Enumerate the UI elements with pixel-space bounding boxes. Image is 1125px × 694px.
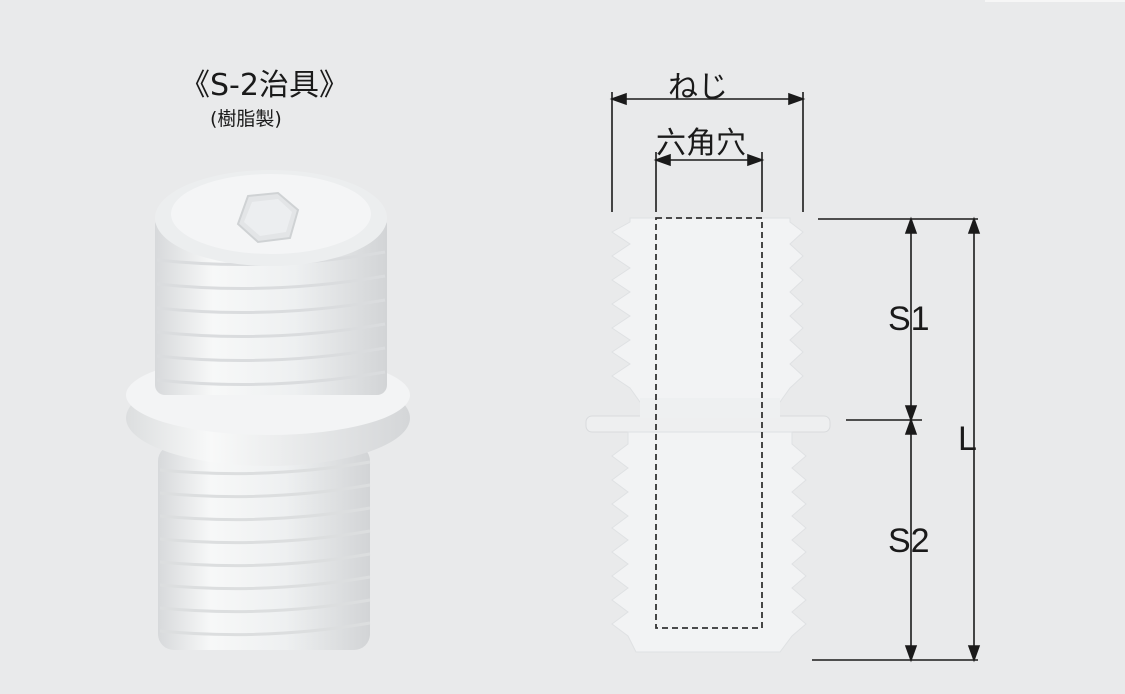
fitting-photo (126, 170, 410, 650)
product-title: 《S-2治具》 (180, 68, 349, 103)
dimension-lines (609, 92, 981, 663)
material-note: (樹脂製) (210, 108, 282, 130)
s1-dimension-label: S1 (888, 300, 930, 338)
length-dimension-label: L (958, 420, 977, 458)
s2-dimension-label: S2 (888, 522, 930, 560)
thread-dimension-label: ねじ (668, 70, 728, 105)
fitting-cross-section (585, 217, 831, 653)
hex-hole-outline (655, 217, 763, 629)
hex-hole-dimension-label: 六角穴 (656, 126, 746, 161)
top-divider (985, 0, 1125, 2)
